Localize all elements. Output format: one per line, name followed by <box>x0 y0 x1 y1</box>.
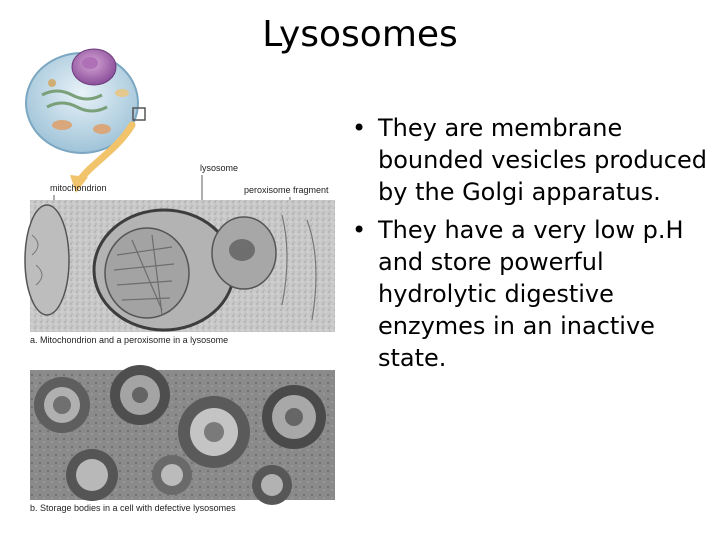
label-peroxisome: peroxisome fragment <box>244 185 329 195</box>
bullet-item: • They have a very low p.H and store powe… <box>350 214 710 374</box>
bullet-text: They have a very low p.H and store power… <box>378 216 684 372</box>
bullet-glyph: • <box>352 114 367 142</box>
micrograph-a <box>24 200 335 332</box>
slide-title: Lysosomes <box>262 14 458 55</box>
cell-illustration <box>25 48 146 154</box>
zoom-arrow-head <box>70 175 88 193</box>
caption-b: b. Storage bodies in a cell with defecti… <box>30 503 236 513</box>
lysosome-figure: mitochondrion lysosome peroxisome fragme… <box>22 45 340 520</box>
caption-a: a. Mitochondrion and a peroxisome in a l… <box>30 335 229 345</box>
micrograph-illustration <box>24 48 335 505</box>
bullet-item: • They are membrane bounded vesicles prod… <box>350 112 710 208</box>
bullet-text: They are membrane bounded vesicles produ… <box>378 114 708 206</box>
zoom-arrow <box>76 121 136 184</box>
bullet-list: • They are membrane bounded vesicles prod… <box>350 112 710 380</box>
micrograph-b <box>30 365 335 505</box>
bullet-glyph: • <box>352 216 367 244</box>
label-mitochondrion: mitochondrion <box>50 183 107 193</box>
label-lysosome: lysosome <box>200 163 239 173</box>
